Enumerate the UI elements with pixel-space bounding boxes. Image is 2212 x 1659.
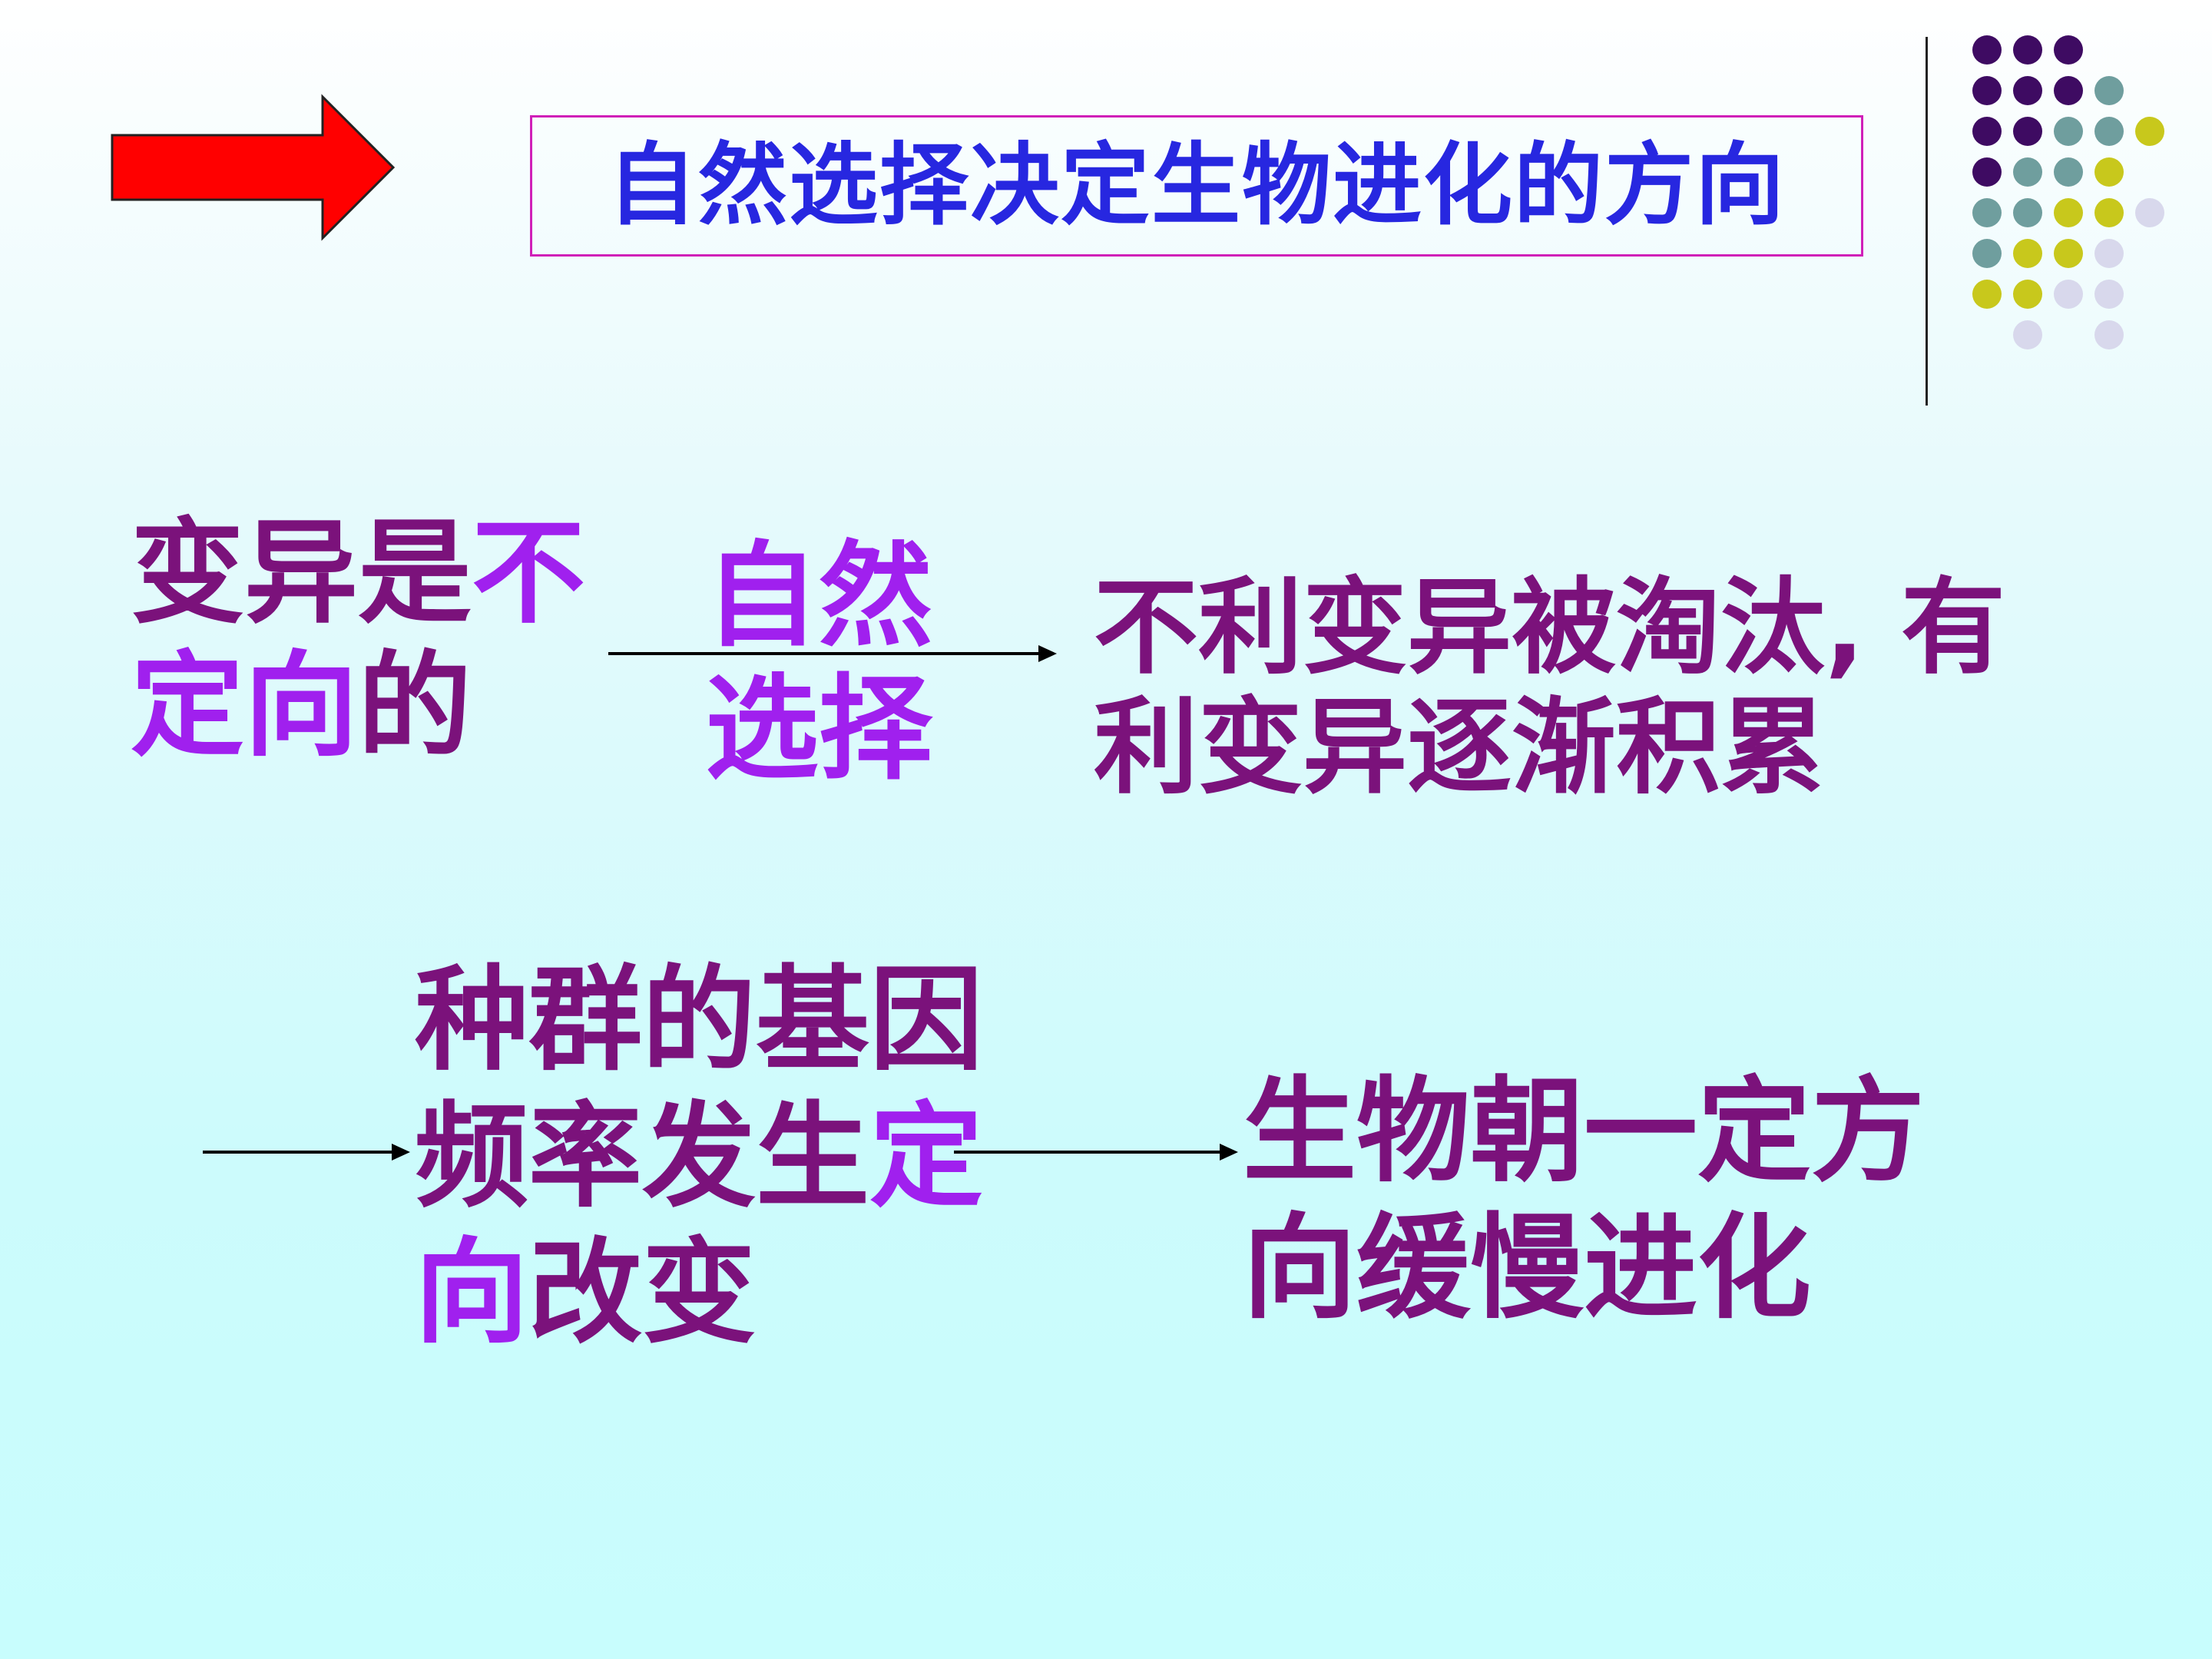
evolution-text: 生物朝一定方 向缓慢进化	[1243, 1064, 1925, 1336]
decor-dot	[2094, 320, 2124, 349]
decor-dot	[2054, 280, 2083, 309]
decor-dot	[1972, 76, 2002, 105]
arrow-right-line	[608, 645, 1057, 662]
frequency-line-1: 种群的基因	[415, 954, 983, 1086]
decor-dot	[1972, 239, 2002, 268]
evolution-line-2: 向缓慢进化	[1243, 1201, 1811, 1334]
decor-dot	[2094, 117, 2124, 146]
frequency-highlight-b: 向	[415, 1227, 528, 1359]
frequency-line-3: 向改变	[415, 1225, 983, 1362]
title-box: 自然选择决定生物进化的方向	[530, 115, 1863, 257]
arrow-right-line	[954, 1144, 1238, 1161]
decor-dot	[2013, 280, 2042, 309]
decor-dot	[1972, 117, 2002, 146]
decor-dot	[2013, 239, 2042, 268]
frequency-text-a: 频率发生	[415, 1090, 869, 1223]
decorative-dot-grid	[1966, 31, 2181, 361]
variation-highlight-a: 不	[472, 507, 585, 639]
decor-dot	[1972, 198, 2002, 227]
decor-dot	[2135, 198, 2164, 227]
variation-text-b: 的	[358, 640, 472, 773]
evolution-line-1: 生物朝一定方	[1243, 1065, 1925, 1197]
decor-dot	[2054, 239, 2083, 268]
decor-dot	[2013, 35, 2042, 65]
variation-line-1: 变异是不	[131, 507, 585, 640]
vertical-divider	[1926, 37, 1928, 406]
variation-text: 变异是不 定向的	[131, 507, 585, 773]
decor-dot	[2054, 76, 2083, 105]
decor-dot	[1972, 35, 2002, 65]
decor-dot	[2094, 239, 2124, 268]
variation-line-2: 定向的	[131, 640, 585, 773]
decor-dot	[2094, 280, 2124, 309]
arrow-right-line	[203, 1144, 410, 1161]
frequency-text-b: 改变	[528, 1227, 756, 1359]
decor-dot	[2013, 76, 2042, 105]
decor-dot	[1972, 157, 2002, 187]
variation-text-a: 变异是	[131, 507, 472, 639]
result-line-1: 不利变异被淘汰, 有	[1094, 568, 2006, 689]
result-text: 不利变异被淘汰, 有 利变异逐渐积累	[1094, 568, 2005, 809]
decor-dot	[2013, 198, 2042, 227]
decor-dot	[1972, 280, 2002, 309]
result-line-2: 利变异逐渐积累	[1094, 687, 1825, 810]
frequency-line-2: 频率发生定	[415, 1089, 983, 1226]
frequency-highlight-a: 定	[869, 1090, 983, 1223]
slide-title: 自然选择决定生物进化的方向	[608, 134, 1786, 237]
decor-dot	[2094, 76, 2124, 105]
decor-dot	[2054, 35, 2083, 65]
decor-dot	[2013, 117, 2042, 146]
decor-dot	[2013, 320, 2042, 349]
natural-selection-line-1: 自然	[705, 530, 932, 662]
decor-dot	[2135, 117, 2164, 146]
natural-selection-line-2: 选择	[705, 663, 932, 796]
gene-frequency-text: 种群的基因 频率发生定 向改变	[415, 952, 983, 1362]
right-arrow-icon	[111, 94, 396, 241]
decor-dot	[2013, 157, 2042, 187]
natural-selection-label: 自然 选择	[705, 530, 932, 796]
decor-dot	[2094, 198, 2124, 227]
decor-dot	[2094, 157, 2124, 187]
decor-dot	[2054, 157, 2083, 187]
decor-dot	[2054, 198, 2083, 227]
decor-dot	[2054, 117, 2083, 146]
variation-highlight-b: 定向	[131, 640, 358, 773]
